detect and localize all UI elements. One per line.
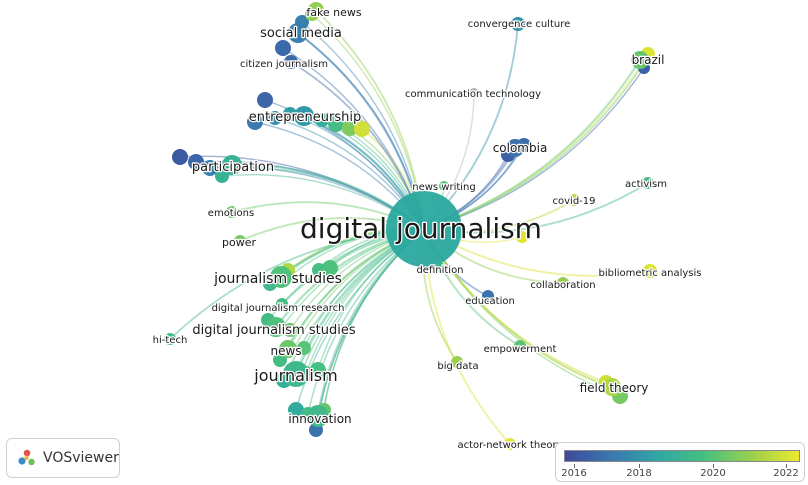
node-covid-19[interactable]: [568, 194, 580, 206]
link-17: [423, 53, 649, 230]
node-convergence-culture[interactable]: [511, 17, 525, 31]
label-power[interactable]: power: [221, 235, 258, 251]
label-big-data[interactable]: big data: [436, 360, 480, 374]
node-innovation[interactable]: [307, 405, 329, 427]
node-field-theory[interactable]: [603, 378, 621, 396]
label-covid-19[interactable]: covid-19: [551, 195, 597, 209]
node-digital-journalism-research[interactable]: [276, 298, 288, 310]
legend-tick: [786, 464, 787, 468]
node-empowerment[interactable]: [514, 340, 526, 352]
keyword-node-minor-19[interactable]: [322, 260, 338, 276]
node-digital-journalism-studies[interactable]: [266, 317, 286, 337]
keyword-node-minor-7[interactable]: [328, 116, 344, 132]
label-bibliometric-analysis[interactable]: bibliometric analysis: [597, 267, 703, 281]
label-social-media[interactable]: social media: [259, 25, 343, 43]
keyword-node-minor-12[interactable]: [188, 154, 204, 170]
node-journalism-studies[interactable]: [270, 266, 292, 288]
node-education[interactable]: [482, 290, 494, 302]
keyword-node-minor-13[interactable]: [202, 160, 218, 176]
label-digital-journalism-research[interactable]: digital journalism research: [210, 302, 345, 316]
legend-tick: [639, 464, 640, 468]
legend-tick: [713, 464, 714, 468]
legend-tick: [574, 464, 575, 468]
label-collaboration[interactable]: collaboration: [529, 279, 597, 293]
node-bibliometric-analysis[interactable]: [643, 264, 657, 278]
label-journalism-studies[interactable]: journalism studies: [212, 270, 343, 289]
legend-gradient-bar: [564, 450, 800, 462]
keyword-node-minor-25[interactable]: [297, 341, 311, 355]
label-news[interactable]: news: [269, 343, 303, 360]
label-colombia[interactable]: colombia: [491, 140, 548, 157]
labels-layer: digital journalism fake news convergence c…: [151, 5, 703, 453]
label-fake-news[interactable]: fake news: [305, 5, 363, 21]
keyword-node-minor-8[interactable]: [342, 120, 358, 136]
keyword-node-minor-10[interactable]: [315, 113, 329, 127]
node-actor-network-theory[interactable]: [504, 438, 516, 450]
node-participation[interactable]: [222, 155, 242, 175]
label-convergence-culture[interactable]: convergence culture: [466, 18, 571, 32]
label-activism[interactable]: activism: [624, 178, 668, 192]
label-digital-journalism[interactable]: digital journalism: [299, 211, 543, 247]
label-digital-journalism-studies[interactable]: digital journalism studies: [191, 322, 357, 340]
label-education[interactable]: education: [464, 295, 516, 309]
keyword-node-minor-11[interactable]: [172, 149, 188, 165]
keyword-node-minor-20[interactable]: [312, 263, 326, 277]
nodes-layer: [164, 2, 657, 450]
node-journalism[interactable]: [283, 361, 309, 387]
node-activism[interactable]: [642, 177, 654, 189]
node-definition[interactable]: [435, 262, 445, 272]
label-journalism[interactable]: journalism: [252, 365, 339, 387]
vosviewer-logo-icon: [18, 449, 35, 466]
node-collaboration[interactable]: [557, 277, 569, 289]
keyword-node-minor-9[interactable]: [354, 121, 370, 137]
keyword-node-minor-3[interactable]: [257, 92, 273, 108]
keyword-node-minor-1[interactable]: [275, 40, 291, 56]
label-participation[interactable]: participation: [191, 159, 276, 177]
node-power[interactable]: [234, 235, 246, 247]
label-definition[interactable]: definition: [415, 264, 465, 278]
keyword-node-minor-24[interactable]: [283, 323, 297, 337]
label-communication-technology[interactable]: communication technology: [404, 88, 543, 102]
node-fake-news[interactable]: [308, 2, 324, 18]
brand-label: VOSviewer: [43, 450, 119, 466]
node-big-data[interactable]: [451, 356, 463, 368]
keyword-node-minor-36[interactable]: [516, 231, 528, 243]
label-actor-network-theory[interactable]: actor-network theory: [456, 439, 564, 453]
label-emotions[interactable]: emotions: [207, 207, 256, 221]
keyword-node-minor-30[interactable]: [288, 402, 304, 418]
keyword-node-minor-4[interactable]: [247, 114, 263, 130]
label-hi-tech[interactable]: hi-tech: [151, 334, 188, 348]
node-colombia[interactable]: [506, 139, 524, 157]
node-news[interactable]: [279, 340, 297, 358]
year-color-legend: 2016 2018 2020 2022: [555, 442, 805, 482]
label-innovation[interactable]: innovation: [287, 411, 353, 428]
vosviewer-badge[interactable]: VOSviewer: [6, 438, 120, 478]
node-social-media[interactable]: [288, 23, 308, 43]
node-communication-technology[interactable]: [469, 88, 479, 98]
keyword-node-minor-5[interactable]: [268, 111, 282, 125]
label-field-theory[interactable]: field theory: [578, 380, 649, 397]
node-news-writing[interactable]: [439, 181, 449, 191]
node-hi-tech[interactable]: [164, 333, 176, 345]
keyword-node-minor-6[interactable]: [283, 107, 297, 121]
legend-tick-label: 2016: [561, 468, 587, 479]
legend-tick-label: 2018: [626, 468, 652, 479]
legend-tick-label: 2020: [700, 468, 726, 479]
node-brazil[interactable]: [631, 51, 649, 69]
label-empowerment[interactable]: empowerment: [482, 343, 557, 357]
label-citizen-journalism[interactable]: citizen journalism: [239, 58, 330, 72]
node-entrepreneurship[interactable]: [294, 106, 314, 126]
node-citizen-journalism[interactable]: [284, 55, 298, 69]
legend-tick-label: 2022: [773, 468, 799, 479]
keyword-node-minor-28[interactable]: [310, 362, 326, 378]
node-emotions[interactable]: [226, 206, 238, 218]
label-news-writing[interactable]: news writing: [411, 181, 477, 195]
label-brazil[interactable]: brazil: [630, 52, 665, 69]
label-entrepreneurship[interactable]: entrepreneurship: [248, 109, 363, 127]
node-digital-journalism[interactable]: [386, 191, 462, 267]
